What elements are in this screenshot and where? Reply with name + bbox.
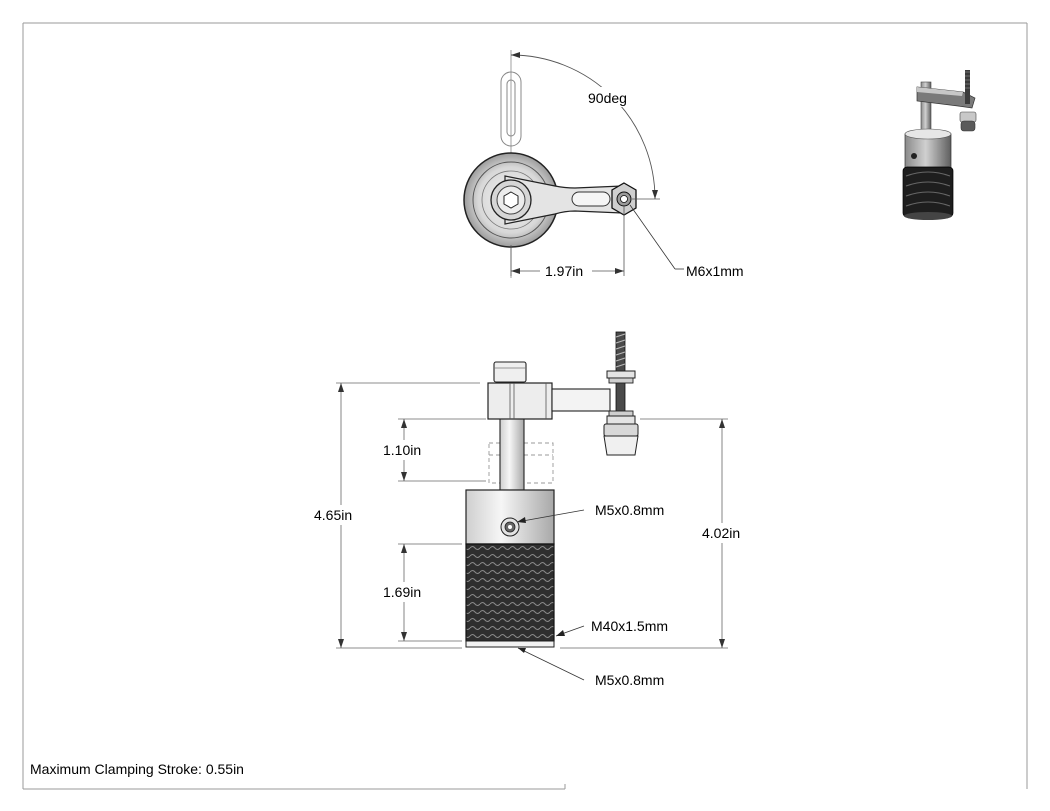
clamping-stroke-note: Maximum Clamping Stroke: 0.55in: [30, 761, 244, 777]
side-thread-label: M5x0.8mm: [595, 502, 664, 518]
stroke-height-label: 1.10in: [383, 442, 421, 458]
base-ring: [465, 640, 555, 648]
top-view: 90deg 1.97in M6x1mm: [463, 50, 744, 280]
body-thread-label: M40x1.5mm: [591, 618, 668, 634]
reach-height-label: 4.02in: [702, 525, 740, 541]
bottom-thread-leader: [517, 647, 585, 681]
width-label: 1.97in: [545, 263, 583, 279]
thread-label: M6x1mm: [686, 263, 744, 279]
knurled-body: [465, 543, 555, 642]
side-thread-leader: [516, 509, 585, 523]
front-view: 4.65in 1.10in 1.69in 4.02in M5x0.8mm M40…: [312, 331, 748, 688]
overall-height-label: 4.65in: [314, 507, 352, 523]
sheet-frame: [22, 22, 1028, 790]
hex-socket: [503, 191, 519, 209]
knurl-height-label: 1.69in: [383, 584, 421, 600]
angle-label: 90deg: [588, 90, 627, 106]
isometric-view: [902, 70, 977, 220]
bottom-thread-label: M5x0.8mm: [595, 672, 664, 688]
clamp-pad: [603, 435, 639, 456]
arm-extension: [551, 388, 611, 412]
arm-block: [487, 382, 553, 420]
thread-leader: [629, 204, 676, 270]
